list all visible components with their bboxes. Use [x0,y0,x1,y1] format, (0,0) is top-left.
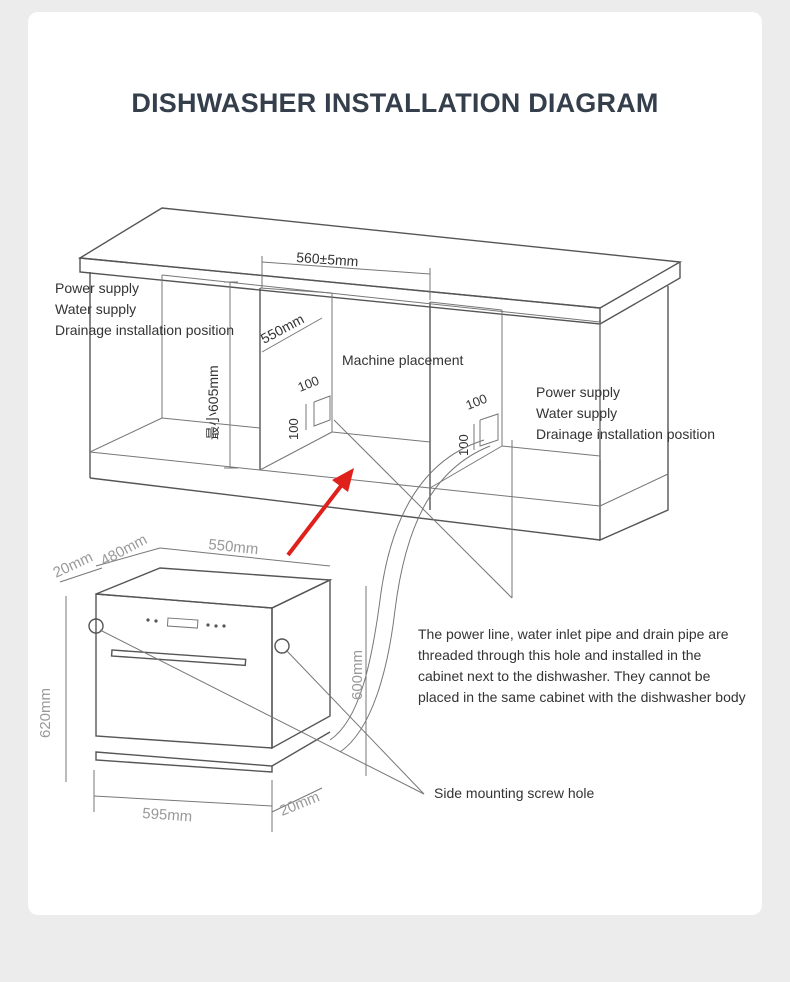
right-hole-width: 100 [464,391,490,413]
pipe-note-line-4: placed in the same cabinet with the dish… [418,689,746,705]
dim-20-bottom: 20mm [277,788,322,819]
dishwasher-top [95,567,333,609]
cabinet-drawing: 560±5mm 550mm 最小605mm 100 100 100 100 Ma… [77,207,683,542]
left-notes: Power supply Water supply Drainage insta… [55,280,234,338]
dim-600: 600mm [349,650,366,700]
pipe-note-line-1: The power line, water inlet pipe and dra… [418,626,729,642]
dim-20-top: 20mm [51,549,96,582]
dim-620: 620mm [37,688,54,738]
pipe-note: The power line, water inlet pipe and dra… [418,626,746,705]
right-note-drain: Drainage installation position [536,426,715,442]
left-hole-height: 100 [286,418,301,440]
cabinet-width-label: 560±5mm [296,249,359,269]
cabinet-depth-label: 550mm [258,311,307,347]
countertop-top [77,207,683,309]
cabinet-height-label: 最小605mm [205,365,221,440]
dishwasher-front [95,593,273,749]
dim-480: 480mm [98,531,150,569]
left-note-power: Power supply [55,280,139,296]
right-hole-height: 100 [456,434,471,456]
screw-hole-left [88,618,104,634]
left-hole-width: 100 [296,373,322,395]
placement-arrow [286,468,354,557]
door-handle [110,649,247,667]
screw-hole-note: Side mounting screw hole [434,785,595,801]
machine-placement-label: Machine placement [342,352,464,368]
page-title: DISHWASHER INSTALLATION DIAGRAM [131,88,659,118]
screw-hole-right [274,638,290,654]
pipe-line-2 [339,445,491,753]
right-note-water: Water supply [536,405,617,421]
dishwasher-kickplate [95,751,273,773]
pipe-note-line-2: threaded through this hole and installed… [418,647,702,663]
dim-550: 550mm [208,536,260,558]
dishwasher-drawing: 20mm 480mm 550mm 620mm 600mm 595mm 20mm [37,531,425,832]
dim-595: 595mm [142,805,193,825]
pipe-line-1 [329,439,485,741]
left-note-drain: Drainage installation position [55,322,234,338]
diagram-card [28,12,762,915]
right-note-power: Power supply [536,384,620,400]
pipe-note-line-3: cabinet next to the dishwasher. They can… [418,668,711,684]
left-note-water: Water supply [55,301,136,317]
right-notes: Power supply Water supply Drainage insta… [536,384,715,442]
